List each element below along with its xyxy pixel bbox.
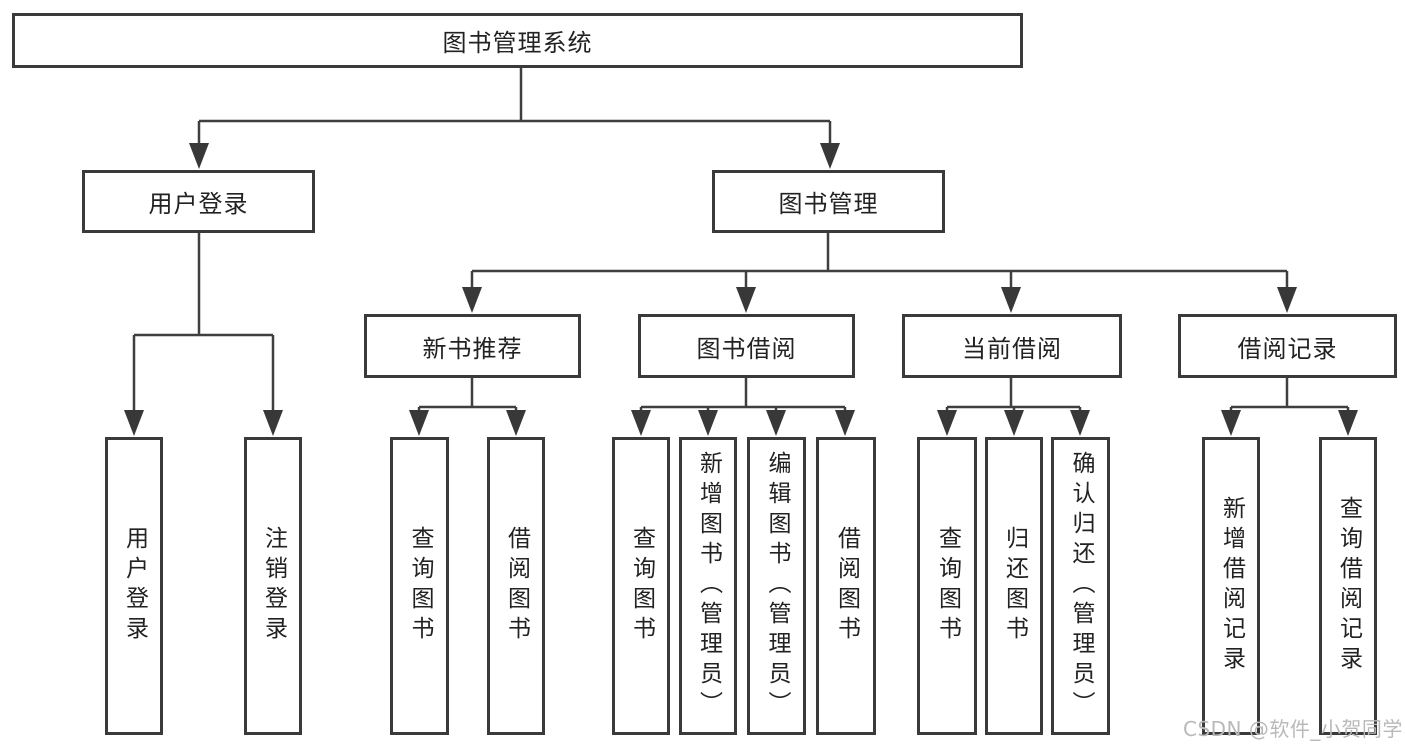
node-label: 归还图书: [1001, 526, 1028, 646]
node-label: 用户登录: [121, 526, 148, 646]
leaf-query-borrow-record: 查询借阅记录: [1319, 437, 1377, 735]
node-label: 新书推荐: [422, 334, 523, 363]
node-user-login-branch: 用户登录: [82, 170, 315, 233]
node-label: 新增借阅记录: [1218, 496, 1245, 676]
node-label: 注销登录: [260, 526, 287, 646]
node-label: 借阅记录: [1237, 334, 1338, 363]
leaf-query-books-recommend: 查询图书: [390, 437, 449, 735]
leaf-return-books: 归还图书: [985, 437, 1043, 735]
node-current-borrowing: 当前借阅: [902, 314, 1122, 378]
leaf-add-books-admin: 新增图书（管理员）: [679, 437, 737, 735]
node-label: 查询借阅记录: [1335, 496, 1362, 676]
node-new-book-recommend: 新书推荐: [364, 314, 581, 378]
node-label: 图书管理系统: [442, 29, 593, 57]
node-label: 编辑图书（管理员）: [764, 451, 790, 721]
leaf-add-borrow-record: 新增借阅记录: [1202, 437, 1260, 735]
leaf-logout: 注销登录: [244, 437, 302, 735]
node-label: 查询图书: [934, 526, 961, 646]
leaf-edit-books-admin: 编辑图书（管理员）: [747, 437, 806, 735]
node-label: 查询图书: [407, 526, 433, 646]
node-label: 借阅图书: [503, 526, 530, 646]
leaf-user-login: 用户登录: [105, 437, 163, 735]
leaf-borrow-books-recommend: 借阅图书: [487, 437, 545, 735]
node-label: 借阅图书: [833, 526, 860, 646]
node-library-management-system: 图书管理系统: [12, 13, 1023, 68]
leaf-query-books-current: 查询图书: [917, 437, 977, 735]
node-label: 确认归还（管理员）: [1068, 451, 1094, 721]
node-label: 新增图书（管理员）: [695, 451, 722, 721]
node-label: 查询图书: [628, 526, 655, 646]
leaf-confirm-return-admin: 确认归还（管理员）: [1051, 437, 1110, 735]
node-label: 图书借阅: [696, 334, 797, 363]
node-book-borrowing: 图书借阅: [638, 314, 855, 378]
leaf-borrow-books: 借阅图书: [816, 437, 876, 735]
node-label: 当前借阅: [962, 334, 1062, 363]
node-label: 用户登录: [148, 190, 249, 218]
node-book-management-branch: 图书管理: [712, 170, 945, 233]
node-borrowing-records: 借阅记录: [1178, 314, 1397, 378]
leaf-query-books-borrowing: 查询图书: [612, 437, 670, 735]
node-label: 图书管理: [778, 190, 879, 218]
csdn-watermark: CSDN @软件_小贺同学: [1183, 717, 1403, 741]
